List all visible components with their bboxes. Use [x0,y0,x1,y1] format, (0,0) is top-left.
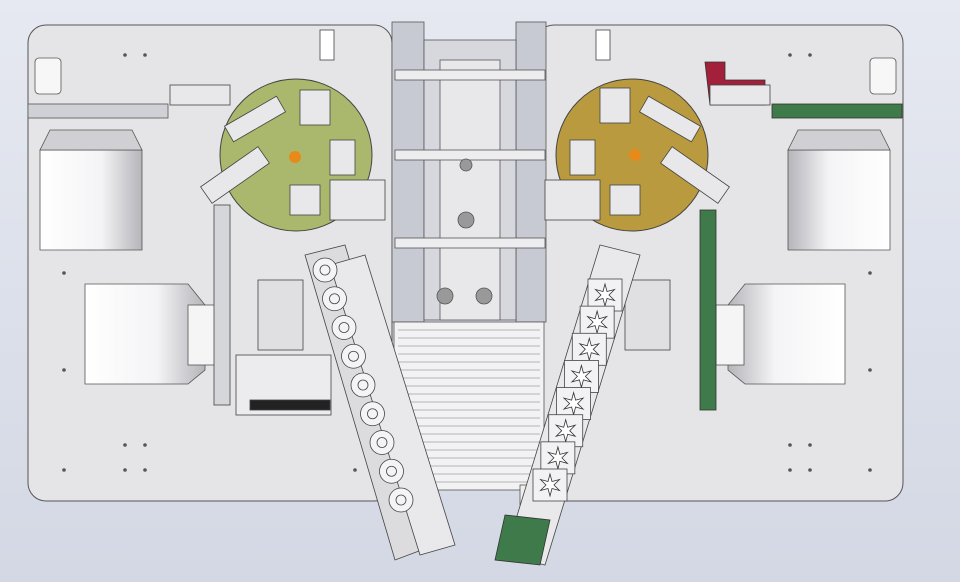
star-flower-icon [532,468,568,502]
gear-hub [348,350,359,362]
left-lower-hopper-neck [187,304,217,366]
right-star-wheel-chute [494,244,641,566]
gear-icon [379,458,404,484]
left-lower-hopper [84,283,206,385]
right-upper-hopper-mouth [787,129,891,151]
star-flower-icon [548,414,584,448]
gear-icon [322,286,347,312]
gear-hub [395,494,407,506]
gear-icon [331,315,357,340]
left-star-wheel-chute [304,244,456,561]
mounting-hole [788,468,792,472]
mounting-hole [123,53,127,57]
gear-hub [386,465,397,477]
mounting-hole [808,443,812,447]
star-flower-icon [556,387,591,420]
mounting-hole [62,271,66,275]
mounting-hole [808,53,812,57]
right-lower-hopper [727,283,846,385]
mounting-hole [143,443,147,447]
gear-icon [341,343,366,369]
mounting-hole [808,468,812,472]
mounting-holes [62,53,872,472]
gear-icon [369,430,395,455]
gear-icon [360,401,385,427]
mounting-hole [868,468,872,472]
left-vertical-conveyor [213,204,231,406]
mounting-hole [123,443,127,447]
mounting-hole [143,468,147,472]
star-flower-icon [564,360,599,393]
left-belt-roller [34,57,62,95]
left-upper-hopper [39,149,143,251]
right-vertical-conveyor [699,209,717,411]
right-top-belt [771,103,903,119]
star-flower-icon [540,441,576,475]
gear-hub [329,293,340,305]
mounting-hole [62,468,66,472]
mounting-hole [123,468,127,472]
gear-icon [312,257,338,283]
left-upper-hopper-mouth [39,129,143,151]
gear-hub [357,379,369,391]
right-lower-hopper-neck [715,304,745,366]
gear-hub [367,408,378,420]
mounting-hole [62,368,66,372]
left-top-belt [27,103,169,119]
mounting-hole [788,53,792,57]
mounting-hole [143,53,147,57]
mounting-hole [868,271,872,275]
mounting-hole [353,468,357,472]
gear-icon [388,487,414,513]
gear-icon [350,372,376,398]
left-orange-marker [289,151,301,163]
gear-hub [376,437,388,448]
right-belt-roller [869,57,897,95]
gear-hub [338,322,350,333]
mounting-hole [868,368,872,372]
center-slide-frame [391,21,547,323]
mounting-hole [788,443,792,447]
right-orange-marker [629,149,641,161]
right-upper-hopper [787,149,891,251]
right-mechanisms [544,29,771,351]
star-flower-icon [571,332,607,366]
gear-hub [319,264,331,276]
left-mechanisms [169,29,386,416]
